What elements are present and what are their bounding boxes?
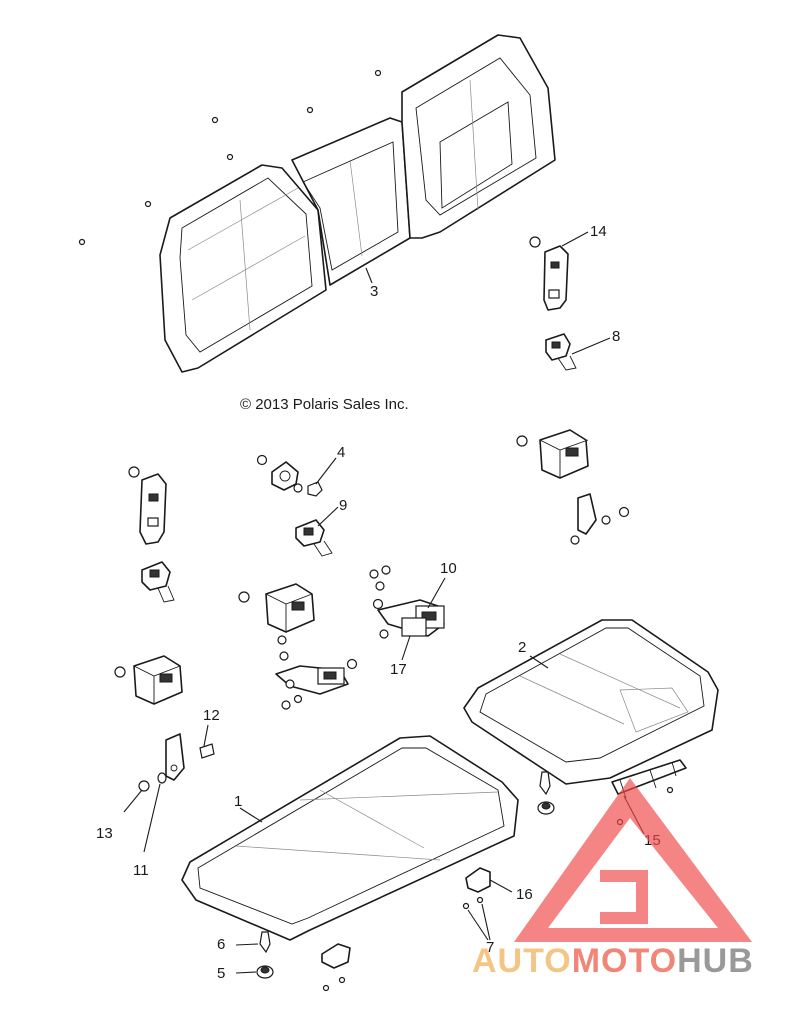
watermark-triangle-logo <box>514 778 752 942</box>
callout-4: 4 <box>337 444 345 461</box>
right-retractor-box <box>516 429 589 479</box>
callout-3: 3 <box>370 283 378 300</box>
seat-belt-buckle-8 <box>545 333 577 371</box>
buckle-assembly-10-17 <box>369 565 445 639</box>
callout-8: 8 <box>612 328 620 345</box>
callout-14: 14 <box>590 223 607 240</box>
callout-1: 1 <box>234 793 242 810</box>
callout-17: 17 <box>390 661 407 678</box>
left-mount-bracket <box>138 733 215 792</box>
automotohub-watermark: AUTOMOTOHUB <box>472 778 754 980</box>
backrest-screws <box>78 69 382 246</box>
watermark-moto: MOTO <box>572 942 677 980</box>
callout-11: 11 <box>133 862 149 879</box>
callout-10: 10 <box>440 560 457 577</box>
front-seat-bottom <box>181 735 519 941</box>
watermark-hub: HUB <box>677 942 754 980</box>
seat-backrest-assembly <box>78 34 556 373</box>
callout-13: 13 <box>96 825 113 842</box>
callout-16: 16 <box>516 886 533 903</box>
copyright-notice: © 2013 Polaris Sales Inc. <box>240 396 409 413</box>
svg-text:AUTOMOTOHUB: AUTOMOTOHUB <box>472 942 754 980</box>
callout-9: 9 <box>339 497 347 514</box>
callout-12: 12 <box>203 707 220 724</box>
callout-5: 5 <box>217 965 225 982</box>
rear-seat-bottom <box>463 619 719 785</box>
callout-6: 6 <box>217 936 225 953</box>
left-seat-belt-retractor <box>128 466 167 545</box>
right-retractor-bracket <box>570 493 630 545</box>
callout-7: 7 <box>486 939 494 956</box>
watermark-auto: AUTO <box>472 942 572 980</box>
center-buckle-strap <box>275 658 358 710</box>
seat-belt-retractor-14 <box>529 236 569 311</box>
left-retractor-box <box>114 655 183 705</box>
callout-numbers: 3 14 8 4 9 10 17 2 12 1 13 11 15 16 6 7 … <box>96 223 661 982</box>
seat-belt-buckle-9 <box>295 519 333 557</box>
left-seat-belt-buckle <box>141 561 175 603</box>
center-retractor-box <box>238 583 315 661</box>
callout-2: 2 <box>518 639 526 656</box>
belt-anchor-hardware-4 <box>256 454 323 497</box>
